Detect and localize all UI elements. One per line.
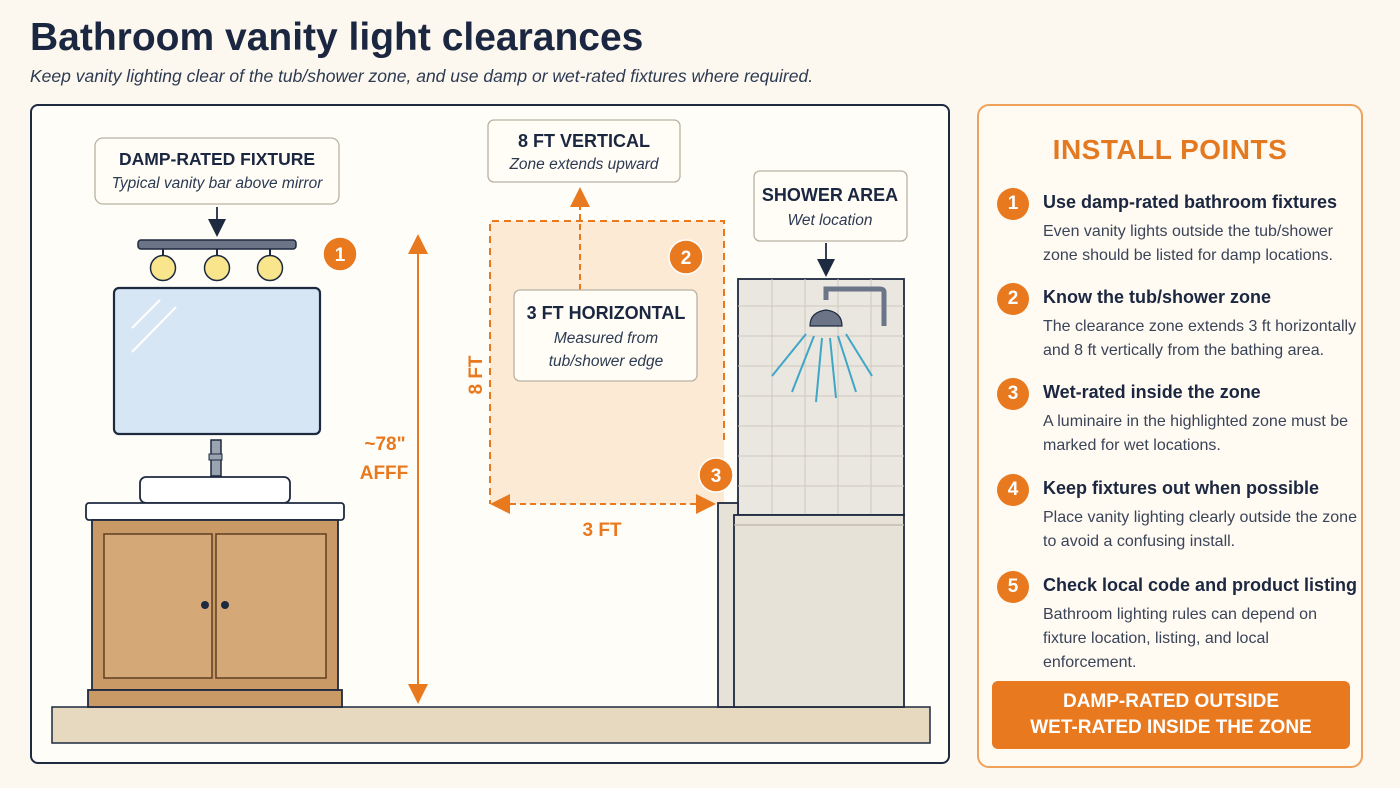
point-number: 4 — [997, 474, 1029, 506]
point-title: Check local code and product listing — [1043, 575, 1358, 595]
point-title: Wet-rated inside the zone — [1043, 382, 1261, 402]
banner-line-2: WET-RATED INSIDE THE ZONE — [1030, 717, 1312, 738]
point-number: 1 — [997, 188, 1029, 220]
svg-text:2: 2 — [681, 248, 692, 269]
point-body: The clearance zone extends 3 ft horizont… — [1043, 318, 1357, 359]
clearance-zone-outline — [489, 220, 725, 504]
point-number: 2 — [997, 283, 1029, 315]
summary-banner: DAMP-RATED OUTSIDE WET-RATED INSIDE THE … — [992, 681, 1350, 749]
point-title: Know the tub/shower zone — [1043, 287, 1271, 307]
point-body: A luminaire in the highlighted zone must… — [1043, 413, 1349, 454]
vanity-light-fixture — [137, 239, 297, 282]
svg-text:Zone extends upward: Zone extends upward — [508, 156, 659, 173]
bulb — [149, 254, 177, 282]
vanity-cabinet — [85, 502, 345, 708]
point-body: Bathroom lighting rules can depend on fi… — [1043, 606, 1317, 671]
svg-text:Typical vanity bar above mirro: Typical vanity bar above mirror — [112, 175, 324, 192]
zone-height-label: 8 FT — [466, 355, 487, 394]
fixture-callout: DAMP-RATED FIXTURE Typical vanity bar ab… — [94, 137, 340, 205]
point-body: Place vanity lighting clearly outside th… — [1043, 509, 1357, 550]
install-points-panel: INSTALL POINTS 1 Use damp-rated bathroom… — [977, 104, 1363, 768]
height-label-unit: AFFF — [360, 463, 409, 484]
marker-3: 3 — [698, 457, 734, 493]
svg-text:Measured from: Measured from — [554, 330, 658, 347]
point-title: Keep fixtures out when possible — [1043, 478, 1320, 498]
bulb — [256, 254, 284, 282]
vertical-callout: 8 FT VERTICAL Zone extends upward — [487, 119, 681, 183]
bathtub — [717, 502, 905, 708]
height-label-value: ~78" — [364, 434, 405, 455]
svg-text:tub/shower edge: tub/shower edge — [549, 353, 664, 370]
svg-text:3 FT HORIZONTAL: 3 FT HORIZONTAL — [527, 303, 686, 323]
svg-text:SHOWER AREA: SHOWER AREA — [762, 185, 898, 205]
sink-basin — [139, 476, 291, 504]
svg-text:8 FT VERTICAL: 8 FT VERTICAL — [518, 131, 650, 151]
marker-2: 2 — [668, 239, 704, 275]
banner-line-1: DAMP-RATED OUTSIDE — [1062, 691, 1280, 712]
point-body: Even vanity lights outside the tub/showe… — [1043, 223, 1333, 264]
page-title: Bathroom vanity light clearances — [30, 16, 644, 59]
page-subtitle: Keep vanity lighting clear of the tub/sh… — [30, 66, 814, 86]
shower-enclosure — [737, 278, 905, 516]
point-number: 5 — [997, 571, 1029, 603]
svg-text:1: 1 — [335, 245, 346, 266]
svg-text:DAMP-RATED FIXTURE: DAMP-RATED FIXTURE — [119, 149, 315, 169]
water-spray — [771, 333, 873, 403]
point-title: Use damp-rated bathroom fixtures — [1043, 192, 1338, 212]
point-number: 3 — [997, 378, 1029, 410]
svg-text:3: 3 — [711, 466, 722, 487]
floor — [51, 706, 931, 744]
shower-head — [809, 286, 887, 327]
faucet — [208, 439, 223, 477]
zone-width-label: 3 FT — [582, 520, 621, 541]
shower-callout: SHOWER AREA Wet location — [753, 170, 908, 242]
svg-text:Wet location: Wet location — [787, 212, 872, 229]
horizontal-callout: 3 FT HORIZONTAL Measured from tub/shower… — [513, 289, 698, 382]
bulb — [203, 254, 231, 282]
install-points-heading: INSTALL POINTS — [1052, 134, 1288, 165]
mirror — [112, 286, 322, 436]
marker-1: 1 — [322, 236, 358, 272]
